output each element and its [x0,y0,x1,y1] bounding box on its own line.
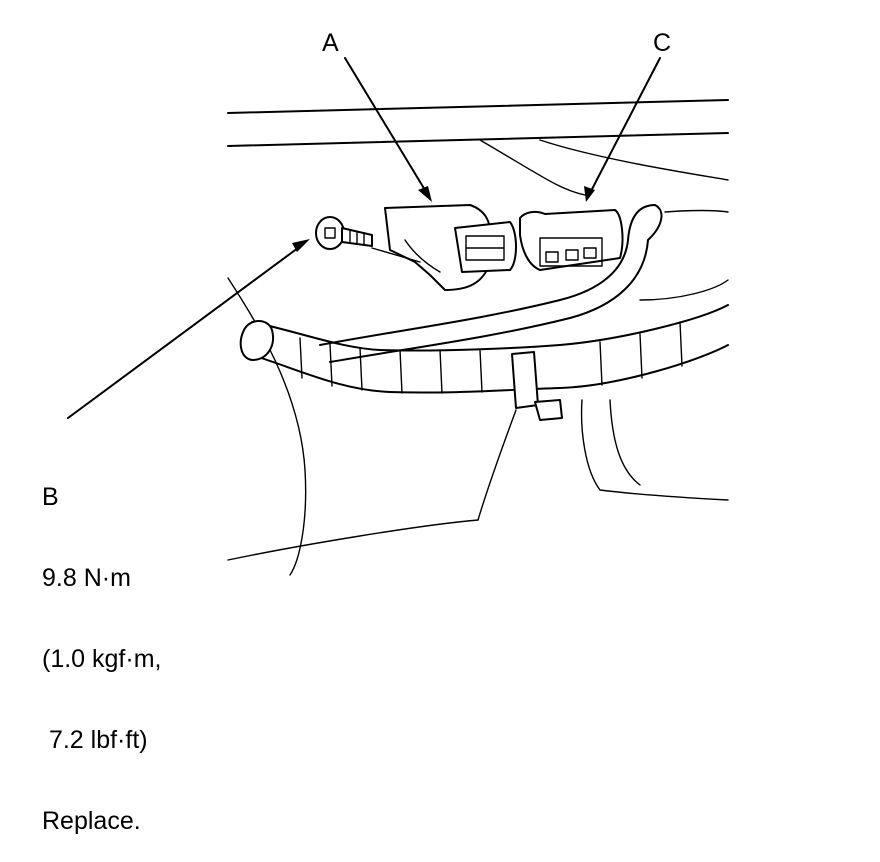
sensor-a [384,204,517,291]
label-b: B [42,483,59,511]
torque-callout: B 9.8 N·m (1.0 kgf·m, 7.2 lbf·ft) Replac… [42,430,161,862]
label-c: C [653,29,672,57]
bolt-b [315,216,421,263]
service-diagram [67,57,729,576]
label-a: A [322,29,339,57]
torque-lbfft: 7.2 lbf·ft) [42,726,148,754]
connector-c [519,209,624,271]
leader-lines [67,57,661,419]
wire-harness [239,204,729,421]
replace-note: Replace. [42,807,141,835]
torque-kgfm: (1.0 kgf·m, [42,645,162,673]
body-panel-lines [227,99,729,576]
torque-nm: 9.8 N·m [42,564,131,592]
